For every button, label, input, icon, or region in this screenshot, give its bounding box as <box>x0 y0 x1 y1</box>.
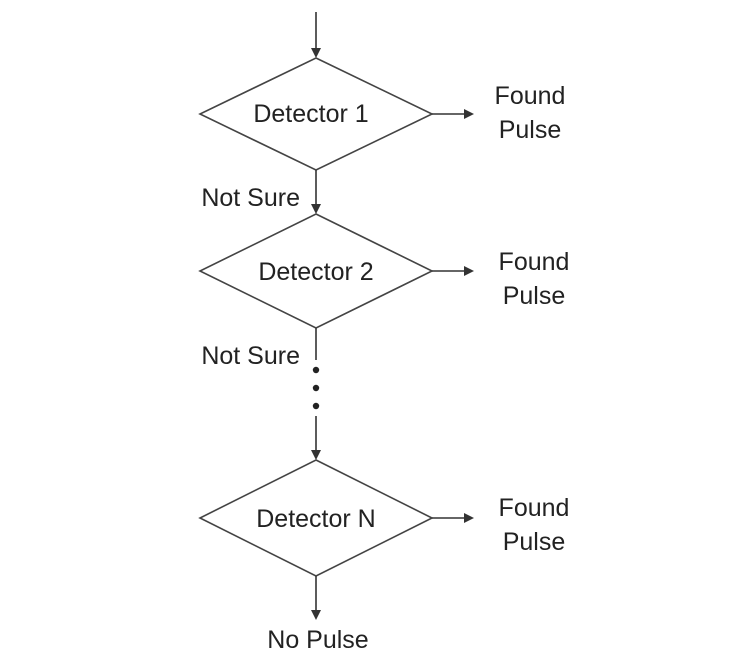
ellipsis-dot-2 <box>312 384 320 392</box>
detector-2-found-line1: Found <box>499 248 570 276</box>
detector-1-label: Detector 1 <box>253 100 368 128</box>
not-sure-1-arrow-head <box>311 204 321 214</box>
detector-2-found-arrow-head <box>464 266 474 276</box>
not-sure-2-label: Not Sure <box>201 342 300 370</box>
detector-1-found-arrow-head <box>464 109 474 119</box>
not-sure-1-label: Not Sure <box>201 184 300 212</box>
no-pulse-label: No Pulse <box>267 626 368 654</box>
detector-1-found-line2: Pulse <box>499 116 562 144</box>
detector-2-found-line2: Pulse <box>503 282 566 310</box>
not-sure-2-arrow-head <box>311 450 321 460</box>
detector-2-label: Detector 2 <box>258 258 373 286</box>
detector-n-found-arrow-head <box>464 513 474 523</box>
ellipsis-dot-1 <box>312 366 320 374</box>
detector-n-found-line1: Found <box>499 494 570 522</box>
entry-arrow-head <box>311 48 321 58</box>
detector-1-found-line1: Found <box>495 82 566 110</box>
ellipsis-dot-3 <box>312 402 320 410</box>
detector-n-found-line2: Pulse <box>503 528 566 556</box>
no-pulse-arrow-head <box>311 610 321 620</box>
detector-n-label: Detector N <box>256 505 375 533</box>
